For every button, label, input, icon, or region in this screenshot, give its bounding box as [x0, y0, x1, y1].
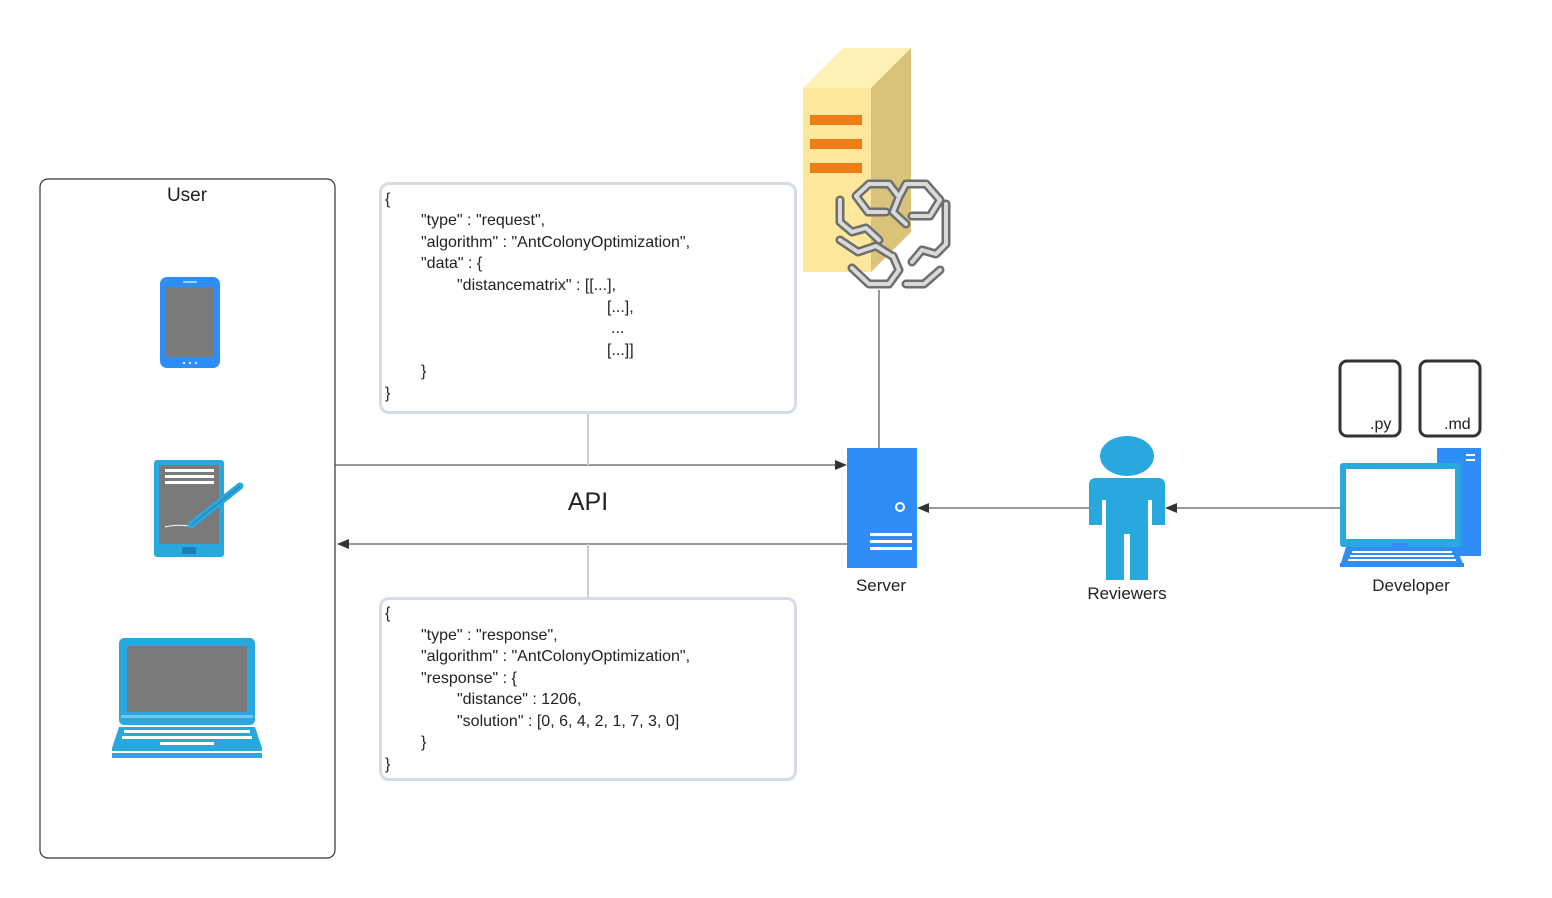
request-line: "data" : { [421, 255, 483, 272]
smartphone-icon [160, 277, 220, 368]
request-line: "type" : "request", [421, 212, 546, 229]
response-line: } [385, 756, 391, 773]
request-json-box: { "type" : "request", "algorithm" : "Ant… [379, 182, 797, 414]
reviewers-label: Reviewers [1087, 584, 1167, 603]
request-line: "algorithm" : "AntColonyOptimization", [421, 234, 691, 251]
person-icon [1089, 436, 1165, 580]
response-line: "algorithm" : "AntColonyOptimization", [421, 648, 691, 665]
request-line: } [385, 385, 391, 402]
response-line: "response" : { [421, 670, 517, 687]
request-line: ... [611, 320, 625, 337]
request-line: [...], [607, 299, 634, 316]
api-label: API [567, 488, 609, 516]
response-line: } [421, 734, 427, 751]
response-line: "distance" : 1206, [457, 691, 582, 708]
server-label: Server [855, 576, 907, 595]
response-line: "solution" : [0, 6, 4, 2, 1, 7, 3, 0] [457, 713, 680, 730]
request-line: } [421, 363, 427, 380]
response-line: { [385, 605, 391, 622]
markdown-file-label: .md [1444, 416, 1471, 433]
user-panel-title: User [166, 185, 208, 206]
desktop-computer-icon [1340, 448, 1481, 567]
knot-cube-icon [835, 179, 951, 289]
response-line: "type" : "response", [421, 627, 558, 644]
laptop-icon [112, 638, 262, 758]
tablet-stylus-icon [154, 460, 244, 557]
python-file-icon [1338, 359, 1402, 438]
request-line: "distancematrix" : [[...], [457, 277, 616, 294]
python-file-label: .py [1370, 416, 1392, 433]
request-line: { [385, 191, 391, 208]
response-json-box: { "type" : "response", "algorithm" : "An… [379, 597, 797, 781]
mainframe-server-icon [803, 48, 911, 272]
request-line: [...]] [607, 342, 634, 359]
developer-label: Developer [1372, 576, 1450, 595]
server-tower-icon [847, 448, 917, 568]
markdown-file-icon [1418, 359, 1482, 438]
